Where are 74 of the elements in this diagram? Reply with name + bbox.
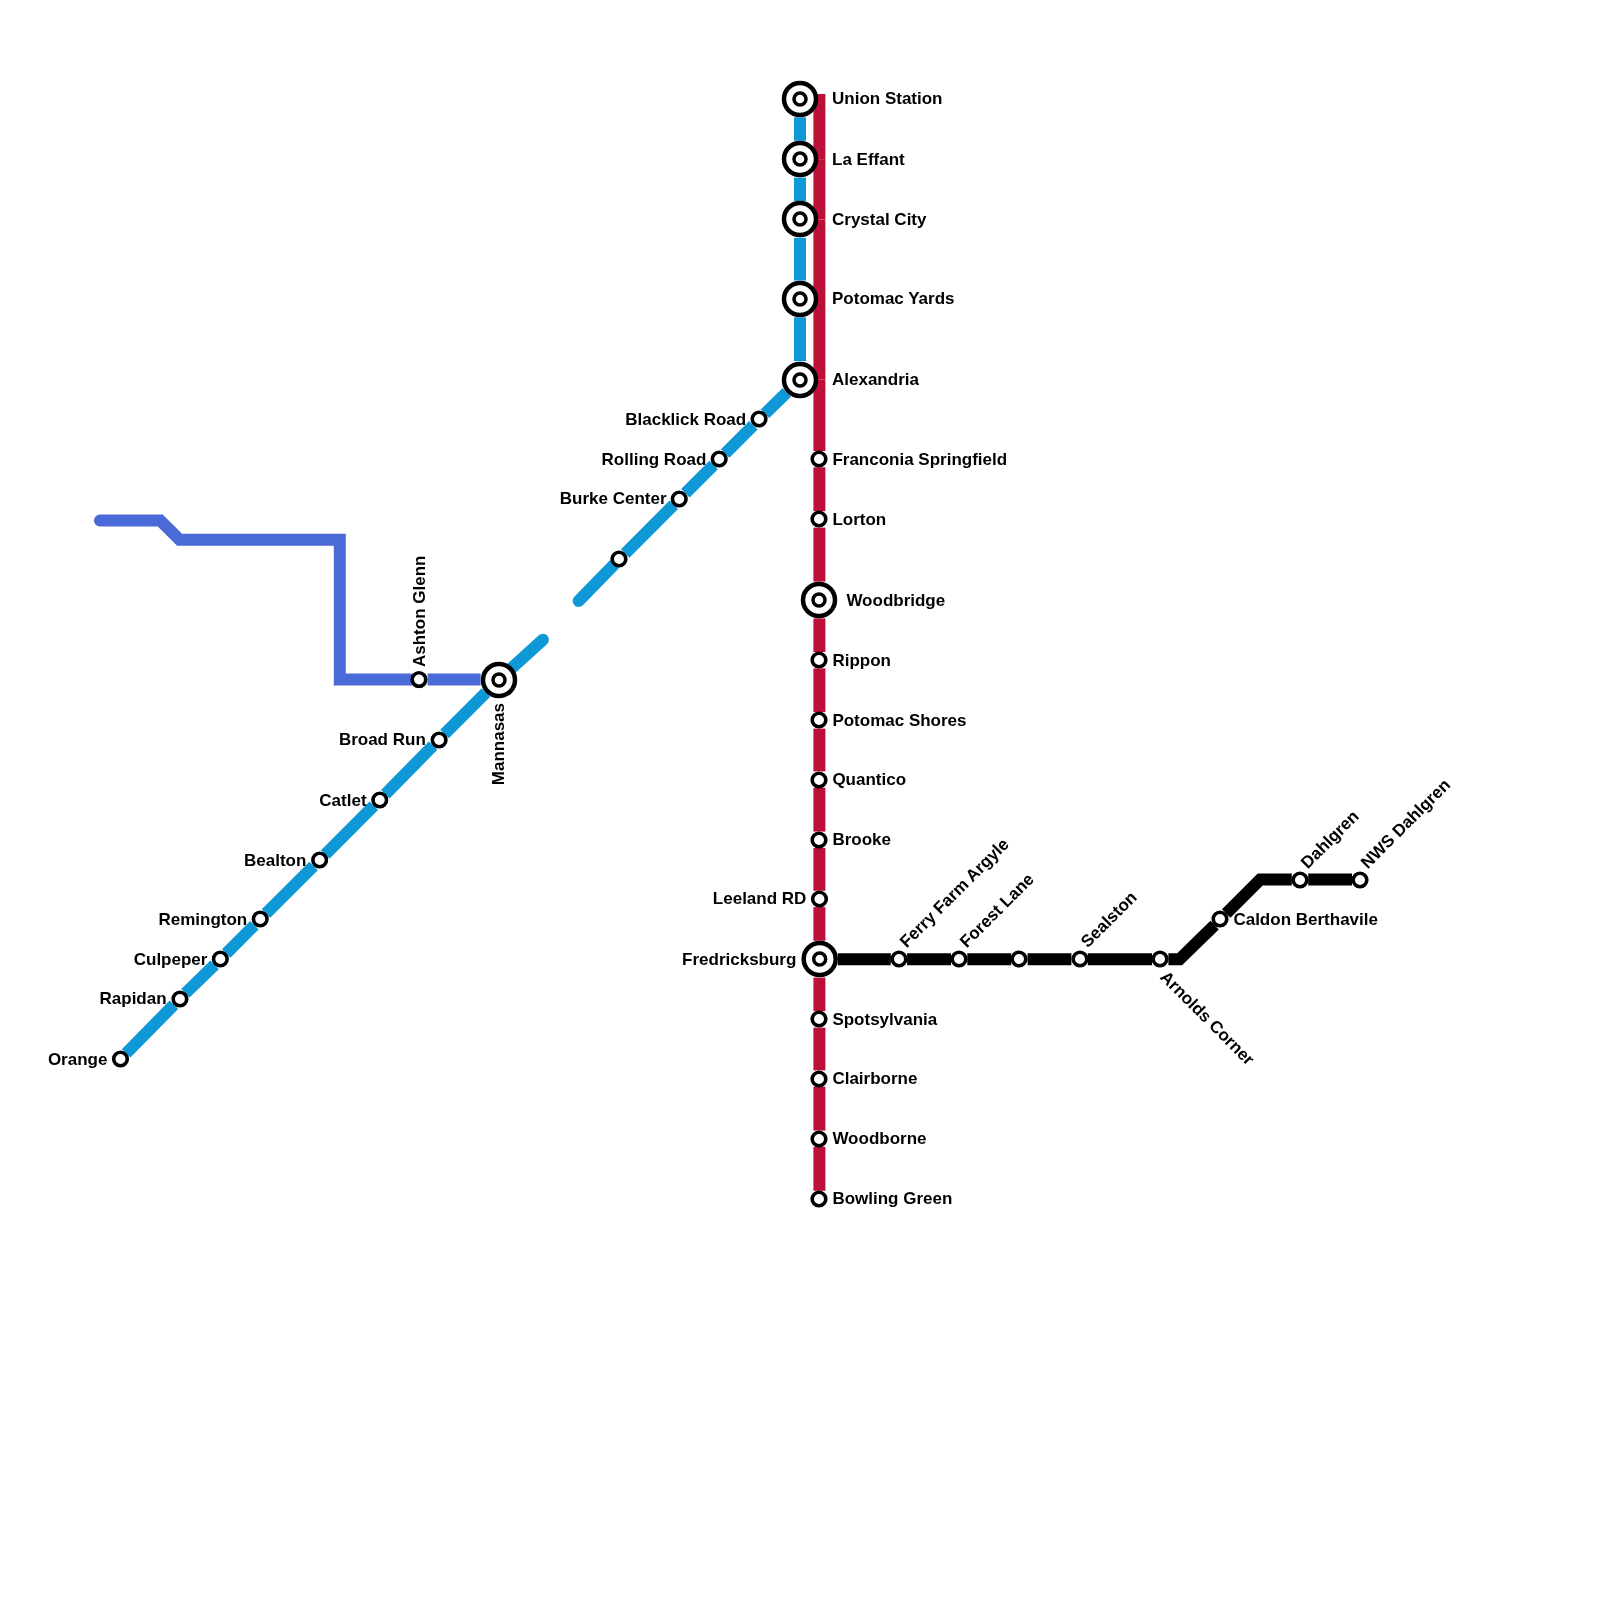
route-line <box>813 668 826 713</box>
route-line <box>794 317 806 362</box>
station-name: Spotsylvania <box>832 1010 938 1028</box>
station-name: Culpeper <box>133 950 208 968</box>
station-name: Broad Run <box>338 731 426 749</box>
route-line <box>907 953 951 966</box>
route-line <box>320 801 379 859</box>
route-line <box>813 219 826 299</box>
station-name: Orange <box>47 1050 108 1068</box>
route-line <box>427 673 481 686</box>
route-line <box>121 1000 179 1058</box>
station-name: Bealton <box>244 851 307 869</box>
route-line <box>720 420 758 458</box>
route-line <box>506 633 549 674</box>
route-line <box>813 977 826 1012</box>
station-name: Quantico <box>832 771 907 789</box>
station-name: Woodbridge <box>846 591 946 609</box>
station-name: Rippon <box>832 651 891 669</box>
route-line <box>181 960 219 998</box>
station-name: Remington <box>158 910 248 928</box>
route-line <box>440 688 491 739</box>
route-line <box>794 177 806 201</box>
station-name: Caldon Berthavile <box>1233 910 1378 928</box>
station-name: Burke Center <box>559 490 667 508</box>
route-line <box>261 861 318 918</box>
station-name: Potomac Shores <box>832 711 967 729</box>
route-line <box>813 728 826 772</box>
route-line <box>681 460 718 498</box>
route-line <box>813 618 826 652</box>
route-line <box>813 848 826 891</box>
route-line <box>813 379 826 451</box>
route-line <box>813 907 826 941</box>
route-line <box>1168 920 1219 966</box>
station-name: La Effant <box>832 150 905 168</box>
station-name: Ashton Glenn <box>410 555 428 667</box>
station-name: Franconia Springfield <box>832 450 1008 468</box>
route-line <box>813 1027 826 1071</box>
station-name: Catlet <box>319 791 367 809</box>
station-name: Woodborne <box>832 1130 927 1148</box>
station-name: Bowling Green <box>832 1190 953 1208</box>
route-line <box>381 741 438 799</box>
route-line <box>967 953 1012 966</box>
route-line <box>813 787 826 832</box>
route-line <box>813 467 826 512</box>
station-name: Lorton <box>832 510 887 528</box>
station-name: Alexandria <box>832 371 919 389</box>
station-name: Leeland RD <box>712 890 807 908</box>
route-line <box>837 953 891 966</box>
route-line <box>813 1086 826 1131</box>
station-name: Clairborne <box>832 1070 918 1088</box>
route-line <box>813 1146 826 1191</box>
station-name: Rapidan <box>99 990 167 1008</box>
station-name: Crystal City <box>832 210 927 228</box>
route-line <box>1027 953 1072 966</box>
route-line <box>1308 873 1352 886</box>
route-line <box>813 527 826 582</box>
station-name: Potomac Yards <box>832 290 955 308</box>
station-name: Union Station <box>832 90 943 108</box>
route-line <box>813 299 826 380</box>
station-name: Blacklick Road <box>625 410 747 428</box>
route-line <box>1221 873 1292 918</box>
route-line <box>221 920 259 958</box>
route-line <box>760 388 791 418</box>
route-line <box>1087 953 1152 966</box>
route-line <box>794 117 806 141</box>
route-line <box>572 559 620 607</box>
station-name: Brooke <box>832 831 891 849</box>
station-name: Fredricksburg <box>682 950 797 968</box>
route-line <box>813 93 826 160</box>
station-name: Rolling Road <box>601 450 707 468</box>
route-line <box>794 237 806 281</box>
station-name: Mannasas <box>490 702 508 785</box>
route-line <box>813 159 826 220</box>
route-line <box>620 500 679 558</box>
